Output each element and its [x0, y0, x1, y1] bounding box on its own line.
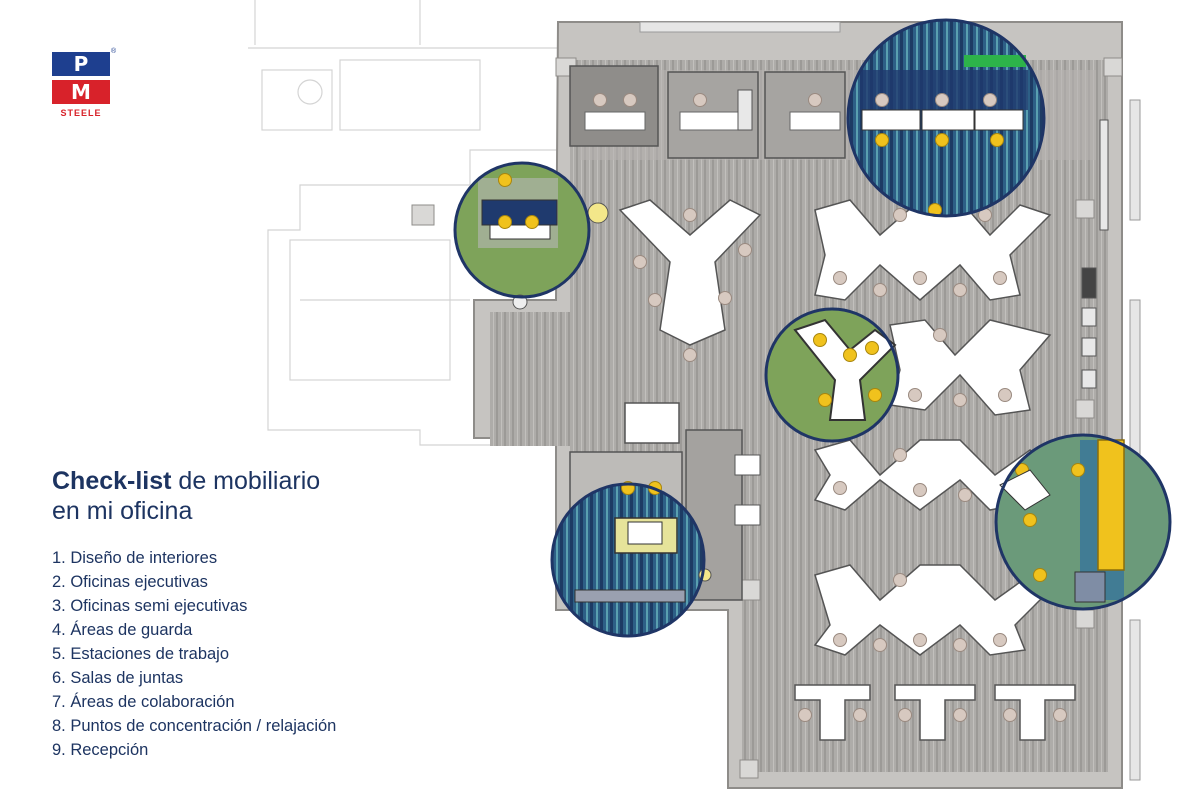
- checklist-item: 7. Áreas de colaboración: [52, 693, 235, 711]
- zoom-circle-right-lounge: [994, 433, 1172, 611]
- checklist-item: 4. Áreas de guarda: [52, 621, 193, 639]
- executive-offices-top: [569, 65, 846, 159]
- title-bold: Check-list: [52, 467, 172, 495]
- checklist-item: 3. Oficinas semi ejecutivas: [52, 597, 248, 615]
- checklist-item: 9. Recepción: [52, 741, 149, 759]
- right-wall-furniture: [1081, 119, 1109, 389]
- logo-registered-mark: ®: [111, 48, 117, 55]
- checklist-title: Check-list de mobiliario en mi oficina: [52, 466, 452, 526]
- title-line2: en mi oficina: [52, 497, 193, 525]
- workstation-cluster-bottom: [813, 564, 1052, 656]
- checklist-item: 1. Diseño de interiores: [52, 549, 218, 567]
- logo-brand-text: STEELE: [60, 108, 102, 118]
- office-floor-plan: [248, 0, 1172, 789]
- checklist-item: 8. Puntos de concentración / relajación: [52, 717, 337, 735]
- pm-steele-logo: P M ® STEELE: [52, 48, 116, 124]
- zoom-circle-top-workstations: [846, 18, 1046, 218]
- title-rest: de mobiliario: [171, 467, 321, 495]
- checklist-items: 1. Diseño de interiores 2. Oficinas ejec…: [52, 546, 452, 762]
- checklist-panel: Check-list de mobiliario en mi oficina 1…: [52, 466, 452, 762]
- workstation-cluster-left: [618, 199, 762, 363]
- checklist-item: 6. Salas de juntas: [52, 669, 184, 687]
- bottom-desks: [794, 684, 1076, 741]
- checklist-item: 2. Oficinas ejecutivas: [52, 573, 208, 591]
- logo-m-block: M: [52, 80, 110, 104]
- checklist-item: 5. Estaciones de trabajo: [52, 645, 230, 663]
- logo-p-block: P: [52, 52, 110, 76]
- zoom-circle-lower-left-meeting: [550, 481, 712, 638]
- zoom-circle-left-office: [453, 161, 609, 310]
- zoom-circle-center-cluster: [764, 307, 900, 443]
